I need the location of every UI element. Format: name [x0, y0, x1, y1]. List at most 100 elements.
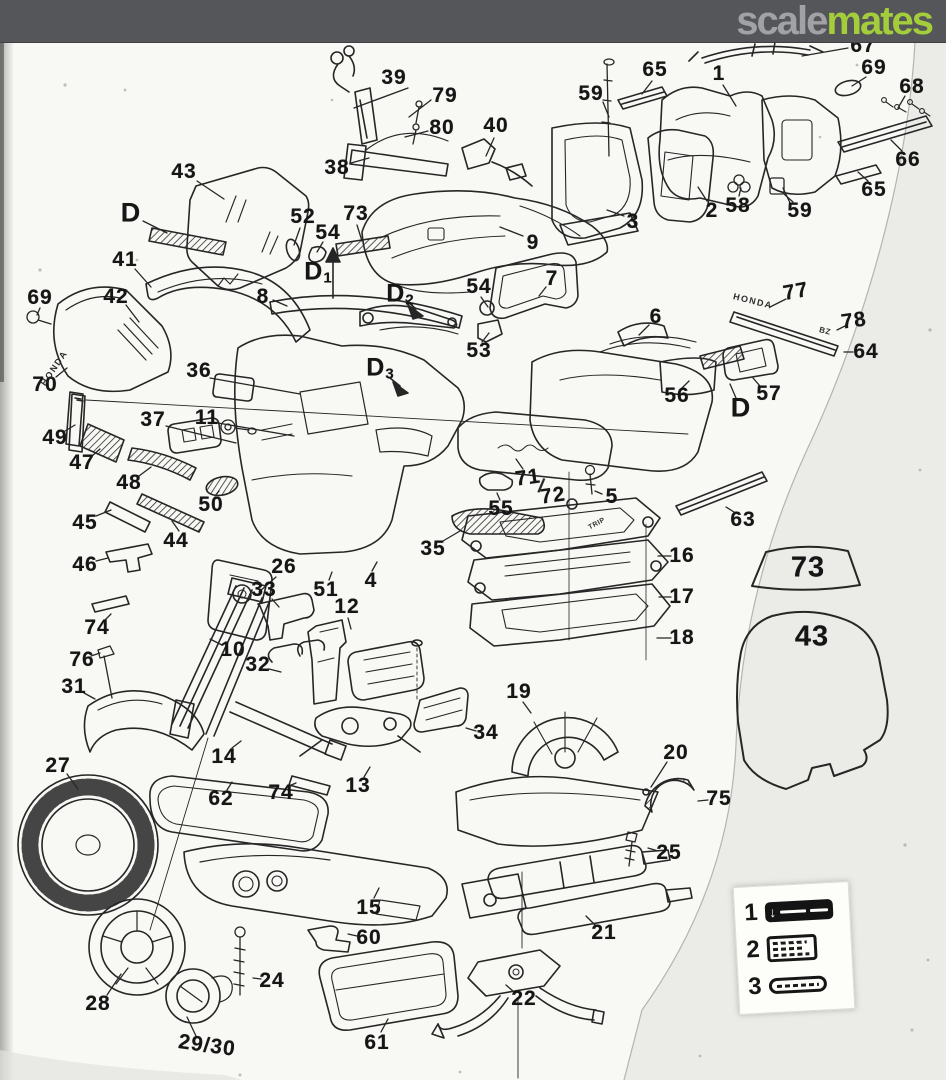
part-trunk-lid-1 — [658, 86, 776, 208]
part-bracket-60 — [307, 925, 351, 953]
leader-75 — [697, 799, 709, 802]
part-label-37: 37 — [140, 408, 166, 431]
part-bolt-69-left — [26, 310, 52, 325]
leader-44 — [171, 520, 180, 532]
leader-8 — [272, 299, 288, 307]
part-tape-strip-d-right — [699, 345, 745, 370]
part-label-22: 22 — [511, 987, 537, 1010]
part-label-69: 69 — [861, 56, 887, 79]
leader-78 — [836, 325, 846, 331]
part-floor-panel-20 — [455, 775, 659, 847]
leader-71 — [515, 458, 524, 470]
part-label-60: 60 — [356, 926, 382, 949]
part-label-68: 68 — [899, 75, 925, 98]
leader-15 — [373, 887, 380, 899]
leader-33 — [271, 598, 280, 608]
part-fender-31 — [83, 690, 205, 753]
scalemates-logo: scalemates — [736, 0, 946, 42]
leader-32 — [268, 668, 282, 673]
watermark-bar: scalemates — [0, 0, 946, 43]
part-label-13: 13 — [345, 774, 371, 797]
part-label-28: 28 — [85, 992, 111, 1015]
leader-69 — [36, 307, 41, 316]
part-label-36: 36 — [186, 359, 212, 382]
leader-2 — [697, 186, 708, 202]
part-fairing-main — [234, 334, 466, 555]
part-label-4: 4 — [364, 569, 378, 592]
leader-56 — [681, 380, 690, 389]
part-crashbar-62 — [149, 775, 329, 852]
leader-1 — [722, 84, 737, 107]
leader-54 — [480, 296, 489, 308]
part-rod-74a — [91, 595, 130, 613]
goldwing-script — [497, 444, 549, 452]
part-label-53: 53 — [466, 339, 492, 362]
part-label-58: 58 — [725, 194, 751, 217]
leader-52 — [293, 227, 301, 246]
leader-73 — [356, 224, 363, 242]
leader-46 — [95, 557, 109, 562]
part-label-65: 65 — [642, 58, 668, 81]
part-linkage-13 — [299, 706, 421, 757]
part-engine-34 — [347, 640, 469, 733]
part-label-80: 80 — [429, 116, 455, 139]
leader-60 — [347, 933, 358, 937]
part-label-32: 32 — [245, 653, 271, 676]
part-label-47: 47 — [69, 451, 95, 474]
leader-D — [142, 220, 168, 234]
leader-59 — [602, 101, 610, 118]
leader-77 — [769, 298, 787, 308]
part-bracket-46 — [105, 543, 153, 573]
part-cover-19 — [511, 711, 619, 777]
leader-38 — [350, 157, 370, 164]
leader-11 — [217, 422, 295, 437]
decorative-text-trip: TRIP — [587, 516, 607, 532]
leader-65 — [857, 171, 869, 182]
leader-37 — [165, 425, 237, 444]
leader-20 — [650, 761, 668, 788]
part-bracket-33 — [257, 592, 315, 641]
part-frame-15 — [183, 843, 448, 926]
part-label-48: 48 — [116, 471, 142, 494]
part-label-35: 35 — [420, 537, 446, 560]
part-label-21: 21 — [591, 921, 617, 944]
part-pad-50 — [205, 475, 239, 497]
part-label-7: 7 — [545, 267, 559, 290]
part-label-16: 16 — [669, 544, 695, 567]
leader-6 — [638, 324, 650, 336]
part-floor-frames-16-17-18 — [461, 471, 671, 661]
part-label-77: 77 — [781, 277, 811, 306]
part-label-14: 14 — [211, 745, 237, 768]
part-label-25: 25 — [656, 841, 682, 864]
part-label-33: 33 — [251, 578, 277, 601]
part-label-3: 3 — [626, 210, 640, 233]
scan-left-edge-line — [0, 42, 4, 382]
part-fork-10 — [149, 577, 271, 931]
part-label-45: 45 — [72, 511, 98, 534]
leader-36 — [209, 377, 301, 395]
part-label-55: 55 — [488, 497, 514, 520]
part-mufflers-21 — [461, 844, 693, 936]
leader-66 — [890, 139, 903, 152]
leader-65 — [641, 80, 653, 95]
leader-49 — [64, 424, 76, 432]
scan-specks — [38, 63, 932, 1077]
part-band-48 — [127, 447, 197, 481]
leader-12 — [347, 617, 352, 630]
part-clip-76 — [97, 645, 115, 699]
part-pad-35 — [451, 508, 546, 535]
part-label-24: 24 — [259, 969, 285, 992]
part-bracket-7 — [489, 252, 579, 320]
leader-54 — [316, 241, 324, 253]
part-label-8: 8 — [256, 285, 270, 308]
part-trim-bars — [617, 79, 933, 185]
part-shelter-71-72 — [457, 411, 613, 482]
part-rail-14 — [229, 701, 347, 761]
part-tape-strip-d-left — [148, 227, 227, 256]
part-label-34: 34 — [473, 721, 499, 744]
part-latch-55 — [478, 471, 514, 491]
part-label-50: 50 — [198, 493, 224, 516]
part-label-59: 59 — [578, 82, 604, 105]
leader-9 — [499, 226, 524, 237]
